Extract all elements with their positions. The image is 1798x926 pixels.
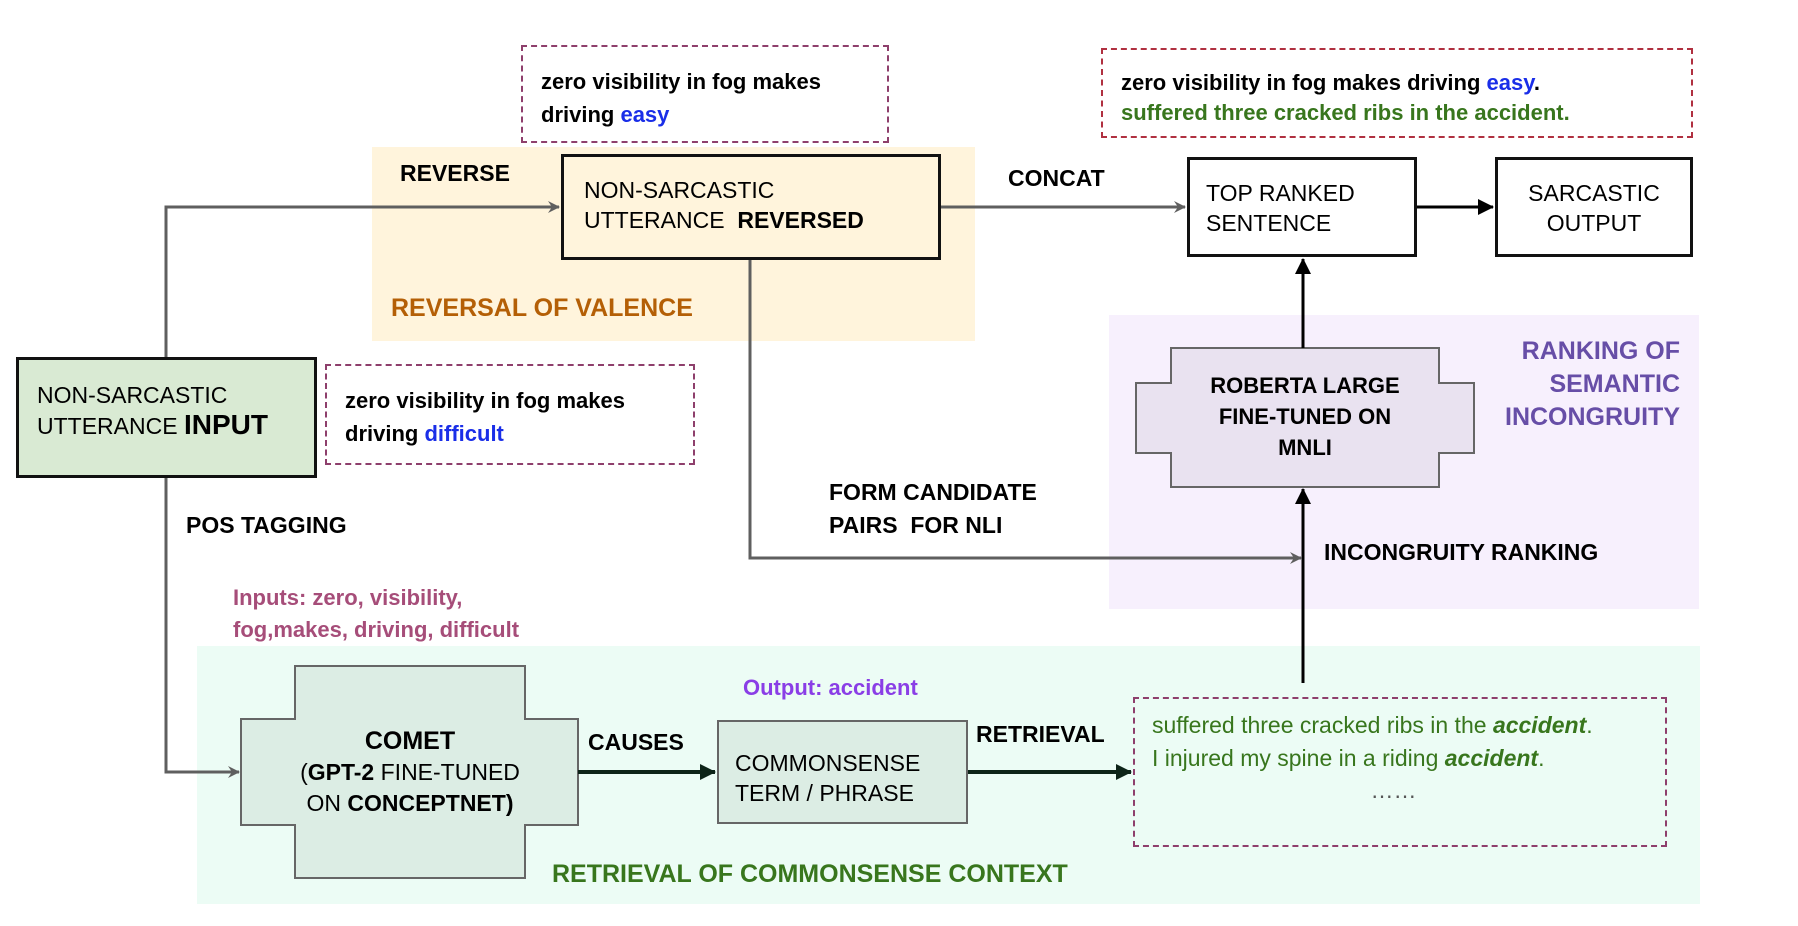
non-sarcastic-input-node: NON-SARCASTIC UTTERANCE INPUT <box>16 357 317 478</box>
form-candidate-pairs-edge-label: FORM CANDIDATE PAIRS FOR NLI <box>829 476 1037 542</box>
note-line: driving easy <box>541 98 887 131</box>
emphasized-word: accident <box>1444 745 1539 771</box>
node-text-bold: ) <box>505 790 514 816</box>
commonsense-term-node: COMMONSENSE TERM / PHRASE <box>717 720 968 824</box>
retrieved-sentence: I injured my spine in a riding accident. <box>1152 742 1665 775</box>
node-line: UTTERANCE INPUT <box>37 410 314 441</box>
node-text: UTTERANCE <box>584 207 738 233</box>
retrieval-edge-label: RETRIEVAL <box>976 721 1105 747</box>
note-text: . <box>1533 70 1540 95</box>
pos-tagging-arrow <box>164 478 240 778</box>
annotation-line: fog,makes, driving, difficult <box>233 617 520 642</box>
comet-node-text: COMET (GPT-2 FINE-TUNED ON CONCEPTNET) <box>260 726 560 819</box>
node-line: FINE-TUNED ON <box>1218 404 1392 429</box>
edge-label-line: FORM CANDIDATE <box>829 479 1037 505</box>
note-text: . <box>1586 712 1593 738</box>
sarcastic-output-node: SARCASTIC OUTPUT <box>1495 157 1693 257</box>
input-example-note: zero visibility in fog makes driving dif… <box>325 364 695 465</box>
note-text: driving <box>541 102 621 127</box>
node-line: UTTERANCE REVERSED <box>584 205 938 235</box>
ranking-of-semantic-incongruity-label: RANKING OF SEMANTIC INCONGRUITY <box>1505 335 1680 434</box>
emphasized-word: accident <box>1492 712 1587 738</box>
comet-title: COMET <box>364 727 456 755</box>
node-line: NON-SARCASTIC <box>37 382 228 408</box>
note-text: . <box>1538 745 1545 771</box>
note-line: zero visibility in fog makes <box>345 388 625 413</box>
reverse-edge-label: REVERSE <box>400 160 510 186</box>
top-ranked-sentence-node: TOP RANKED SENTENCE <box>1187 157 1417 257</box>
node-line: MNLI <box>1278 435 1332 460</box>
retrieved-sentences-note: suffered three cracked ribs in the accid… <box>1133 697 1667 847</box>
note-text: I injured my spine in a riding <box>1152 745 1445 771</box>
node-text-bold: CONCEPTNET <box>347 790 506 816</box>
note-line: zero visibility in fog makes driving eas… <box>1121 68 1691 98</box>
note-line: driving difficult <box>345 417 693 450</box>
non-sarcastic-reversed-node: NON-SARCASTIC UTTERANCE REVERSED <box>561 154 941 260</box>
node-line: TOP RANKED <box>1206 180 1355 206</box>
comet-output-annotation: Output: accident <box>743 675 918 700</box>
node-text: UTTERANCE <box>37 413 184 439</box>
node-line: SARCASTIC <box>1528 180 1660 206</box>
reversed-example-note: zero visibility in fog makes driving eas… <box>521 45 889 143</box>
concatenated-example-note: zero visibility in fog makes driving eas… <box>1101 48 1693 138</box>
roberta-shape <box>1135 347 1475 488</box>
reversal-of-valence-label: REVERSAL OF VALENCE <box>391 294 693 322</box>
comet-shape <box>240 665 579 879</box>
node-line: ON CONCEPTNET) <box>260 788 560 819</box>
highlight-word: easy <box>620 102 670 127</box>
node-text: FINE-TUNED <box>374 759 520 785</box>
edge-label-line: PAIRS FOR NLI <box>829 512 1003 538</box>
ranking-label-line: RANKING OF <box>1521 337 1680 365</box>
comet-inputs-annotation: Inputs: zero, visibility, fog,makes, dri… <box>233 582 519 646</box>
roberta-node-text: ROBERTA LARGE FINE-TUNED ON MNLI <box>1171 370 1439 463</box>
annotation-line: Inputs: zero, visibility, <box>233 585 463 610</box>
node-line: (GPT-2 FINE-TUNED <box>260 757 560 788</box>
incongruity-ranking-edge-label: INCONGRUITY RANKING <box>1324 539 1599 565</box>
node-line: ROBERTA LARGE <box>1210 373 1400 398</box>
node-text-bold: INPUT <box>183 409 268 440</box>
reverse-arrow <box>164 201 560 357</box>
note-text: driving <box>345 421 425 446</box>
ranking-label-line: SEMANTIC <box>1549 370 1680 398</box>
node-line: OUTPUT <box>1546 210 1642 236</box>
node-line: NON-SARCASTIC <box>584 177 775 203</box>
note-text: suffered three cracked ribs in the <box>1152 712 1493 738</box>
concat-edge-label: CONCAT <box>1008 165 1105 191</box>
note-line: suffered three cracked ribs in the accid… <box>1121 100 1570 125</box>
retrieval-of-commonsense-context-label: RETRIEVAL OF COMMONSENSE CONTEXT <box>552 860 1068 888</box>
node-line: COMMONSENSE <box>735 750 921 776</box>
causes-edge-label: CAUSES <box>588 729 684 755</box>
node-line: SENTENCE <box>1206 210 1332 236</box>
note-text: zero visibility in fog makes driving <box>1121 70 1487 95</box>
node-line: TERM / PHRASE <box>735 780 914 806</box>
retrieved-sentence: suffered three cracked ribs in the accid… <box>1152 709 1665 742</box>
pos-tagging-edge-label: POS TAGGING <box>186 512 347 538</box>
highlight-word: easy <box>1486 70 1534 95</box>
node-text: ( <box>300 759 308 785</box>
note-line: zero visibility in fog makes <box>541 69 821 94</box>
node-text-bold: GPT-2 <box>307 759 375 785</box>
ranking-label-line: INCONGRUITY <box>1505 403 1680 431</box>
node-text-bold: REVERSED <box>737 207 864 233</box>
node-text: ON <box>306 790 348 816</box>
form-candidate-pairs-arrow <box>748 260 1302 564</box>
highlight-word: difficult <box>424 421 504 446</box>
ellipsis: …… <box>1370 777 1417 803</box>
